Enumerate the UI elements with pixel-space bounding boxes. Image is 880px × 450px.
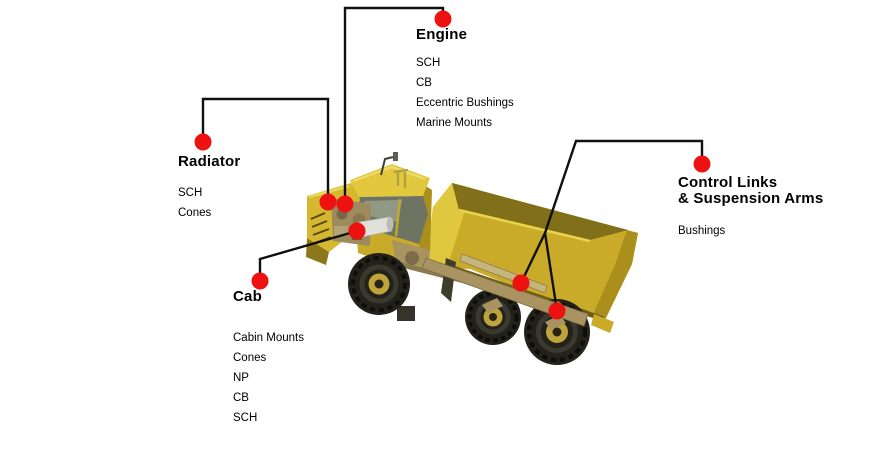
callout-radiator-item: Cones <box>178 207 212 219</box>
callout-engine-item: Eccentric Bushings <box>416 97 514 109</box>
callout-control-links: Control Links & Suspension Arms Bushings <box>678 175 823 241</box>
callout-engine-title: Engine <box>416 26 468 43</box>
side-step-box <box>397 306 415 321</box>
callout-control-links-title: Control Links & Suspension Arms <box>678 175 823 207</box>
callout-engine-item: SCH <box>416 57 441 69</box>
cab-roof <box>350 164 430 197</box>
dump-bed-inner <box>452 183 628 240</box>
callout-engine: Engine SCH CB Eccentric Bushings Marine … <box>416 26 514 133</box>
control-links-label-dot[interactable] <box>693 155 711 173</box>
engine-hotspot-dot[interactable] <box>336 195 354 213</box>
callout-control-links-title-line2: & Suspension Arms <box>678 190 824 207</box>
callout-radiator-title: Radiator <box>178 153 241 170</box>
callout-radiator-item: SCH <box>178 187 203 199</box>
callout-control-links-item: Bushings <box>678 225 726 237</box>
leader-lines <box>201 6 704 312</box>
rear-axle-stub <box>545 315 566 330</box>
lower-suspension-beam <box>421 257 589 327</box>
mirror <box>393 152 398 161</box>
engine-block <box>334 226 348 236</box>
cab-hotspot-dot[interactable] <box>348 222 366 240</box>
handrail <box>393 168 409 188</box>
front-wheel <box>348 253 410 315</box>
cab-window-pillar <box>394 198 402 237</box>
callout-control-links-title-line1: Control Links <box>678 174 778 191</box>
callout-cab-item: Cones <box>233 352 267 364</box>
truck-illustration <box>306 152 638 365</box>
dump-body-side <box>427 183 638 322</box>
callout-radiator: Radiator SCH Cones <box>178 153 240 223</box>
callout-cab-item: SCH <box>233 412 258 424</box>
control-links-leader-line <box>519 139 704 284</box>
callout-cab-title: Cab <box>233 288 262 305</box>
mirror-arm <box>380 156 394 176</box>
control-links-leader-branch <box>543 232 559 312</box>
hotspot-markers <box>194 10 711 320</box>
cab-window-glare <box>364 200 402 222</box>
middle-axle-stub <box>482 298 503 313</box>
radiator-label-dot[interactable] <box>194 133 212 151</box>
callout-cab-item: Cabin Mounts <box>233 332 304 344</box>
dump-rim-highlight <box>458 208 591 243</box>
callout-cab-item: NP <box>233 372 249 384</box>
cab-label-dot[interactable] <box>251 272 269 290</box>
callout-engine-item: CB <box>416 77 432 89</box>
control-link-hotspot-dot-front[interactable] <box>512 274 530 292</box>
articulation-pivot <box>405 251 419 265</box>
cab-roof-highlight <box>352 165 426 182</box>
dump-rear-face <box>592 230 638 322</box>
engine-label-dot[interactable] <box>434 10 452 28</box>
radiator-hotspot-dot[interactable] <box>319 193 337 211</box>
callout-engine-item: Marine Mounts <box>416 117 493 129</box>
radiator-leader-line <box>201 97 330 202</box>
dump-rear-flap <box>591 314 614 333</box>
control-link-hotspot-dot-rear[interactable] <box>548 302 566 320</box>
callout-cab-item: CB <box>233 392 249 404</box>
callout-cab: Cab Cabin Mounts Cones NP CB SCH <box>233 288 304 428</box>
muffler-endcap <box>386 217 394 231</box>
wheels <box>348 253 590 365</box>
